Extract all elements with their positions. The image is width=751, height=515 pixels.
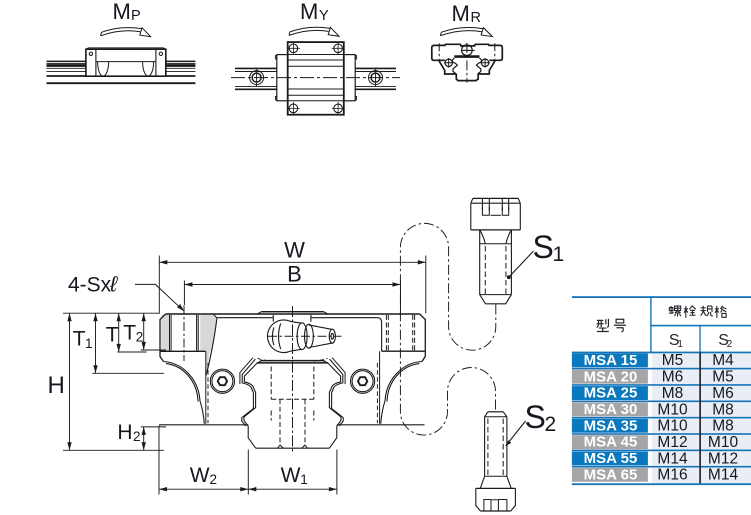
- svg-text:MSA 55: MSA 55: [584, 450, 638, 467]
- svg-text:1: 1: [85, 336, 93, 351]
- svg-text:M: M: [113, 0, 131, 24]
- svg-text:1: 1: [553, 243, 565, 266]
- svg-text:2: 2: [136, 330, 144, 345]
- svg-text:M6: M6: [662, 369, 684, 386]
- svg-text:M8: M8: [712, 418, 734, 435]
- svg-text:4-Sx: 4-Sx: [68, 274, 112, 297]
- svg-text:M10: M10: [657, 401, 688, 418]
- svg-text:B: B: [287, 261, 302, 286]
- svg-text:M16: M16: [657, 467, 687, 484]
- svg-text:H: H: [117, 421, 132, 444]
- svg-text:MSA 15: MSA 15: [584, 352, 638, 369]
- svg-text:S: S: [669, 332, 680, 349]
- svg-text:ℓ: ℓ: [109, 272, 118, 297]
- svg-text:M4: M4: [712, 352, 734, 369]
- svg-text:S: S: [525, 399, 546, 435]
- svg-text:1: 1: [677, 339, 683, 350]
- svg-text:M14: M14: [708, 467, 739, 484]
- svg-text:T: T: [106, 324, 119, 347]
- svg-text:W: W: [281, 464, 301, 487]
- svg-text:T: T: [123, 322, 136, 345]
- svg-text:R: R: [471, 10, 481, 26]
- svg-text:1: 1: [300, 472, 308, 487]
- svg-text:M14: M14: [657, 450, 688, 467]
- svg-text:M5: M5: [662, 352, 684, 369]
- svg-text:M: M: [300, 0, 318, 24]
- svg-text:MSA 65: MSA 65: [584, 466, 638, 483]
- svg-text:M8: M8: [712, 401, 734, 418]
- svg-text:T: T: [73, 328, 86, 351]
- svg-text:M: M: [452, 1, 470, 26]
- svg-text:S: S: [533, 229, 554, 265]
- svg-text:Y: Y: [319, 8, 329, 24]
- svg-text:MSA 20: MSA 20: [584, 368, 638, 385]
- svg-text:M10: M10: [657, 418, 688, 435]
- svg-text:M12: M12: [708, 450, 738, 467]
- svg-text:W: W: [190, 464, 210, 487]
- svg-text:MSA 35: MSA 35: [584, 417, 638, 434]
- svg-text:P: P: [131, 8, 141, 24]
- svg-text:2: 2: [133, 429, 141, 444]
- svg-text:2: 2: [545, 413, 557, 436]
- svg-text:2: 2: [727, 339, 733, 350]
- svg-text:M8: M8: [662, 385, 684, 402]
- svg-text:M5: M5: [712, 369, 734, 386]
- svg-text:M10: M10: [708, 434, 739, 451]
- svg-text:MSA 45: MSA 45: [584, 434, 638, 451]
- svg-text:M12: M12: [657, 434, 687, 451]
- svg-text:MSA 25: MSA 25: [584, 385, 638, 402]
- svg-text:M6: M6: [712, 385, 734, 402]
- svg-text:S: S: [718, 332, 729, 349]
- svg-text:W: W: [284, 238, 305, 263]
- svg-text:2: 2: [210, 472, 218, 487]
- svg-text:MSA 30: MSA 30: [584, 401, 638, 418]
- svg-text:H: H: [48, 372, 65, 399]
